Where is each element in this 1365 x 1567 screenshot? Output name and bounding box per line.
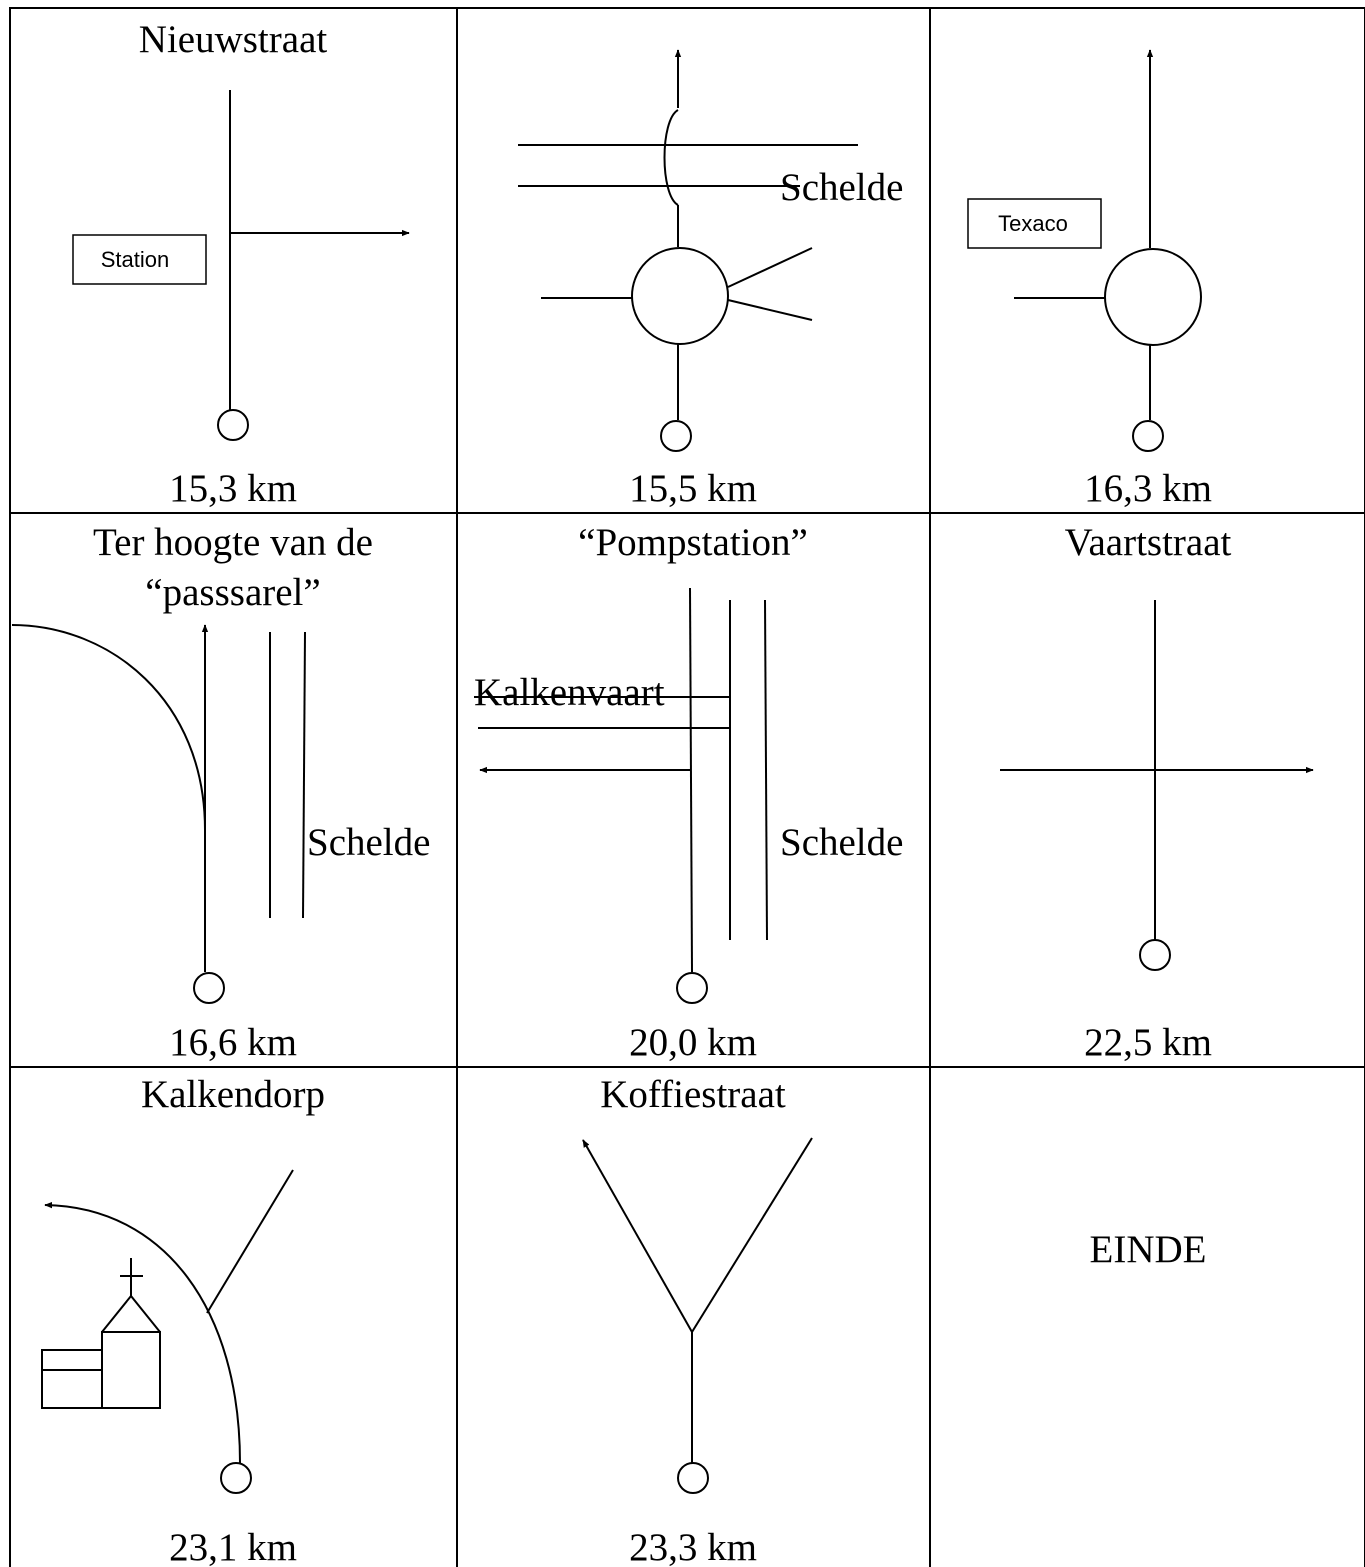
start-marker — [660, 420, 692, 452]
panel-einde: EINDE — [1090, 1228, 1207, 1271]
panel-title: Kalkendorp — [141, 1073, 325, 1116]
panel-title: Nieuwstraat — [139, 18, 328, 61]
start-marker — [1132, 420, 1164, 452]
distance-label: 15,3 km — [169, 467, 297, 510]
landmark-box — [72, 234, 207, 285]
direction-arrow — [44, 1201, 241, 1464]
panel-title: “passsarel” — [145, 571, 320, 614]
panel-passarel: Ter hoogte van de “passsarel” Schelde 16… — [11, 521, 430, 1064]
panel-texaco: Texaco 16,3 km — [967, 49, 1212, 510]
bridge-arc — [663, 109, 679, 206]
panel-title: “Pompstation” — [578, 521, 808, 564]
panel-pompstation: “Pompstation” Kalkenvaart Schelde 20,0 k… — [474, 521, 903, 1064]
roundabout — [1104, 248, 1202, 346]
distance-label: 22,5 km — [1084, 1021, 1212, 1064]
landmark-box — [967, 198, 1102, 249]
panel-schelde-roundabout: Schelde 15,5 km — [518, 49, 903, 510]
river-bank — [302, 631, 306, 919]
road-line — [727, 247, 813, 288]
river-label: Schelde — [307, 821, 430, 864]
panel-nieuwstraat: Nieuwstraat Station 15,3 km — [72, 18, 410, 510]
curved-road — [11, 624, 206, 831]
roundabout — [631, 247, 729, 345]
distance-label: 23,3 km — [629, 1526, 757, 1567]
distance-label: 20,0 km — [629, 1021, 757, 1064]
start-marker — [1139, 939, 1171, 971]
start-marker — [193, 972, 225, 1004]
distance-label: 15,5 km — [629, 467, 757, 510]
road-line — [727, 299, 813, 321]
panel-vaartstraat: Vaartstraat 22,5 km — [1000, 521, 1314, 1064]
canal-label: Kalkenvaart — [474, 671, 665, 714]
start-marker — [220, 1462, 252, 1494]
distance-label: 23,1 km — [169, 1526, 297, 1567]
river-bank — [764, 599, 768, 941]
panel-title: Ter hoogte van de — [93, 521, 373, 564]
distance-label: 16,3 km — [1084, 467, 1212, 510]
panel-title: Vaartstraat — [1065, 521, 1232, 564]
panel-title: Koffiestraat — [600, 1073, 786, 1116]
road-line — [691, 1137, 813, 1333]
distance-label: 16,6 km — [169, 1021, 297, 1064]
panel-koffiestraat: Koffiestraat 23,3 km — [582, 1073, 813, 1567]
table-grid — [9, 7, 1365, 1567]
river-label: Schelde — [780, 821, 903, 864]
landmark-label: Texaco — [998, 211, 1068, 236]
direction-arrow — [582, 1139, 693, 1333]
start-marker — [217, 409, 249, 441]
landmark-label: Station — [101, 247, 170, 272]
start-marker — [677, 1462, 709, 1494]
start-marker — [676, 972, 708, 1004]
road-line — [689, 587, 693, 973]
river-label: Schelde — [780, 166, 903, 209]
road-line — [206, 1169, 294, 1314]
church-icon — [41, 1258, 161, 1409]
end-label: EINDE — [1090, 1228, 1207, 1271]
panel-kalkendorp: Kalkendorp 23,1 km — [41, 1073, 325, 1567]
